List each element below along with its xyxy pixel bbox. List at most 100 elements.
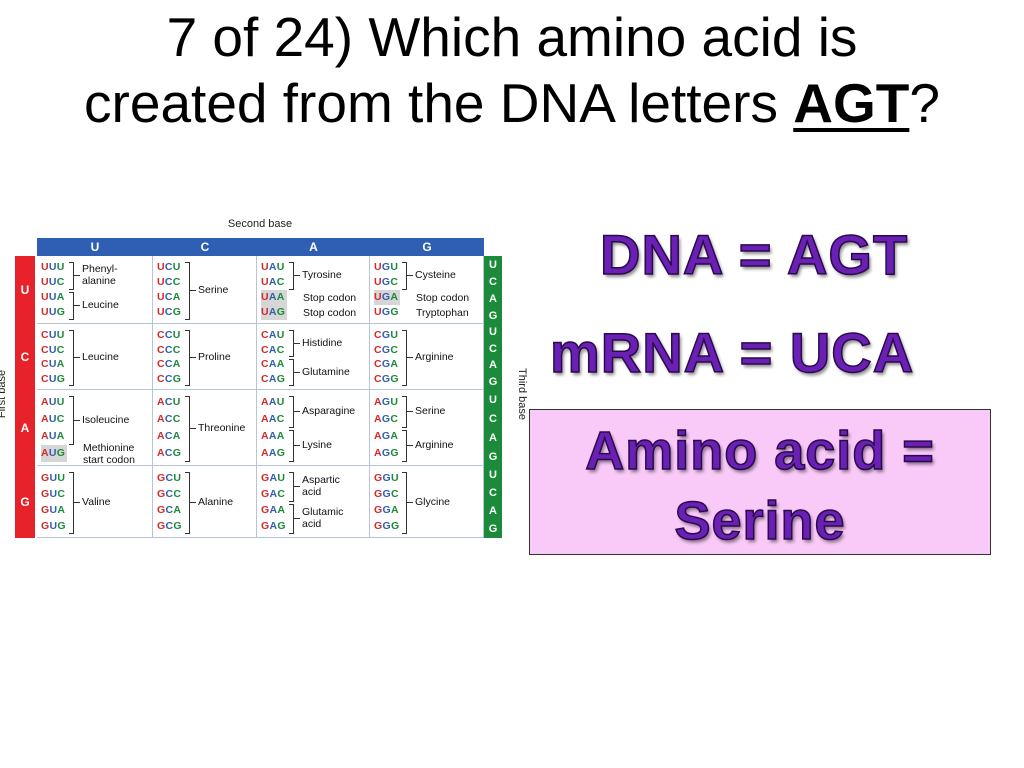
amino-acid-label: Lysine: [302, 439, 332, 451]
codon-letter: C: [165, 472, 174, 484]
codon: CGC: [374, 343, 400, 358]
codon-letter: A: [157, 396, 165, 408]
codon-letter: G: [390, 306, 399, 318]
codon-letter: A: [261, 413, 269, 425]
bracket-tick: [407, 502, 413, 503]
codon-letter: A: [172, 358, 181, 370]
codon-letter: U: [56, 396, 65, 408]
codon-letter: A: [157, 447, 165, 459]
codon: AAG: [261, 445, 287, 462]
codon-letter: A: [374, 447, 382, 459]
bracket: [69, 330, 74, 386]
codon-letter: G: [261, 504, 270, 516]
answer-box: Amino acid = Serine: [529, 409, 991, 555]
bracket-tick: [294, 518, 300, 519]
codon: GGU: [374, 470, 400, 486]
amino-acid-label: Proline: [198, 351, 231, 363]
codon-letter: U: [48, 430, 57, 442]
codon-letter: G: [381, 413, 391, 425]
codon-letter: C: [164, 291, 173, 303]
codon: AUU: [41, 394, 67, 411]
codon-letter: A: [277, 504, 286, 516]
amino-acid-label: Aspartic acid: [302, 474, 340, 498]
dna-sequence-text: DNA = AGT: [599, 222, 909, 287]
codon-letter: U: [374, 306, 382, 318]
first-base-header-c: C: [15, 324, 35, 391]
codon: UGA: [374, 290, 400, 305]
codon: CGA: [374, 357, 400, 372]
amino-acid-label: Arginine: [415, 439, 454, 451]
first-base-header-u: U: [15, 256, 35, 325]
codon-letter: A: [276, 358, 285, 370]
codon-letter: C: [277, 488, 286, 500]
codon-letter: U: [48, 291, 57, 303]
codon-letter: A: [57, 504, 66, 516]
answer-text: Amino acid = Serine: [584, 420, 935, 552]
bracket: [69, 396, 74, 445]
codon-letter: G: [374, 504, 383, 516]
codon-letter: G: [276, 447, 286, 459]
codon: GUG: [41, 518, 67, 534]
codon-letter: C: [164, 447, 173, 459]
codon-letter: A: [268, 372, 277, 385]
codon-letter: U: [276, 396, 285, 408]
codon-letter: U: [49, 472, 58, 484]
codon-letter: A: [268, 291, 277, 303]
bracket: [402, 472, 407, 534]
codon-letter: A: [268, 430, 277, 442]
codon-letter: C: [374, 358, 382, 370]
codon-letter: C: [276, 413, 285, 425]
third-base-letter: U: [489, 393, 497, 406]
codon-letter: U: [172, 396, 181, 408]
codon-letter: G: [172, 447, 182, 459]
codon: ACA: [157, 428, 183, 445]
codon-letter: C: [276, 343, 285, 356]
codon: UAU: [261, 260, 287, 275]
bracket: [402, 262, 407, 290]
codon: CGU: [374, 328, 400, 343]
codon-letter: C: [164, 396, 173, 408]
codon-letter: C: [374, 329, 382, 341]
codon: CAU: [261, 328, 287, 343]
codon-letter: U: [41, 291, 49, 303]
bracket: [69, 292, 74, 320]
codon-letter: A: [269, 504, 278, 516]
codon-letter: U: [49, 504, 58, 516]
codon-letter: U: [48, 343, 57, 356]
bracket-tick: [74, 502, 80, 503]
codon-letter: G: [381, 306, 391, 318]
bracket-tick: [294, 342, 300, 344]
bracket: [185, 330, 190, 386]
amino-acid-label: Glutamic acid: [302, 506, 344, 530]
codon-letter: A: [269, 488, 278, 500]
codon-letter: G: [381, 372, 391, 385]
codon-letter: U: [48, 358, 57, 370]
codon-letter: A: [56, 358, 65, 370]
bracket: [289, 472, 294, 502]
first-base-header-g: G: [15, 466, 35, 539]
codon-letter: A: [268, 358, 277, 370]
codon-letter: G: [56, 447, 66, 459]
codon-letter: G: [56, 372, 66, 385]
codon: GUC: [41, 486, 67, 502]
amino-acid-label: Methionine start codon: [83, 441, 135, 466]
codon-letter: U: [374, 291, 382, 303]
codon: CAA: [261, 357, 287, 372]
codon-letter: U: [390, 261, 399, 273]
codon-letter: C: [157, 329, 165, 341]
codon-letter: A: [56, 430, 65, 442]
codon-letter: C: [164, 329, 173, 341]
codon: CUU: [41, 328, 67, 343]
codon: AUG: [41, 445, 67, 462]
codon-letter: U: [374, 276, 382, 288]
bracket: [289, 396, 294, 428]
codon-letter: G: [157, 472, 166, 484]
bracket: [185, 396, 190, 462]
bracket: [289, 262, 294, 290]
codon-letter: C: [157, 372, 165, 385]
